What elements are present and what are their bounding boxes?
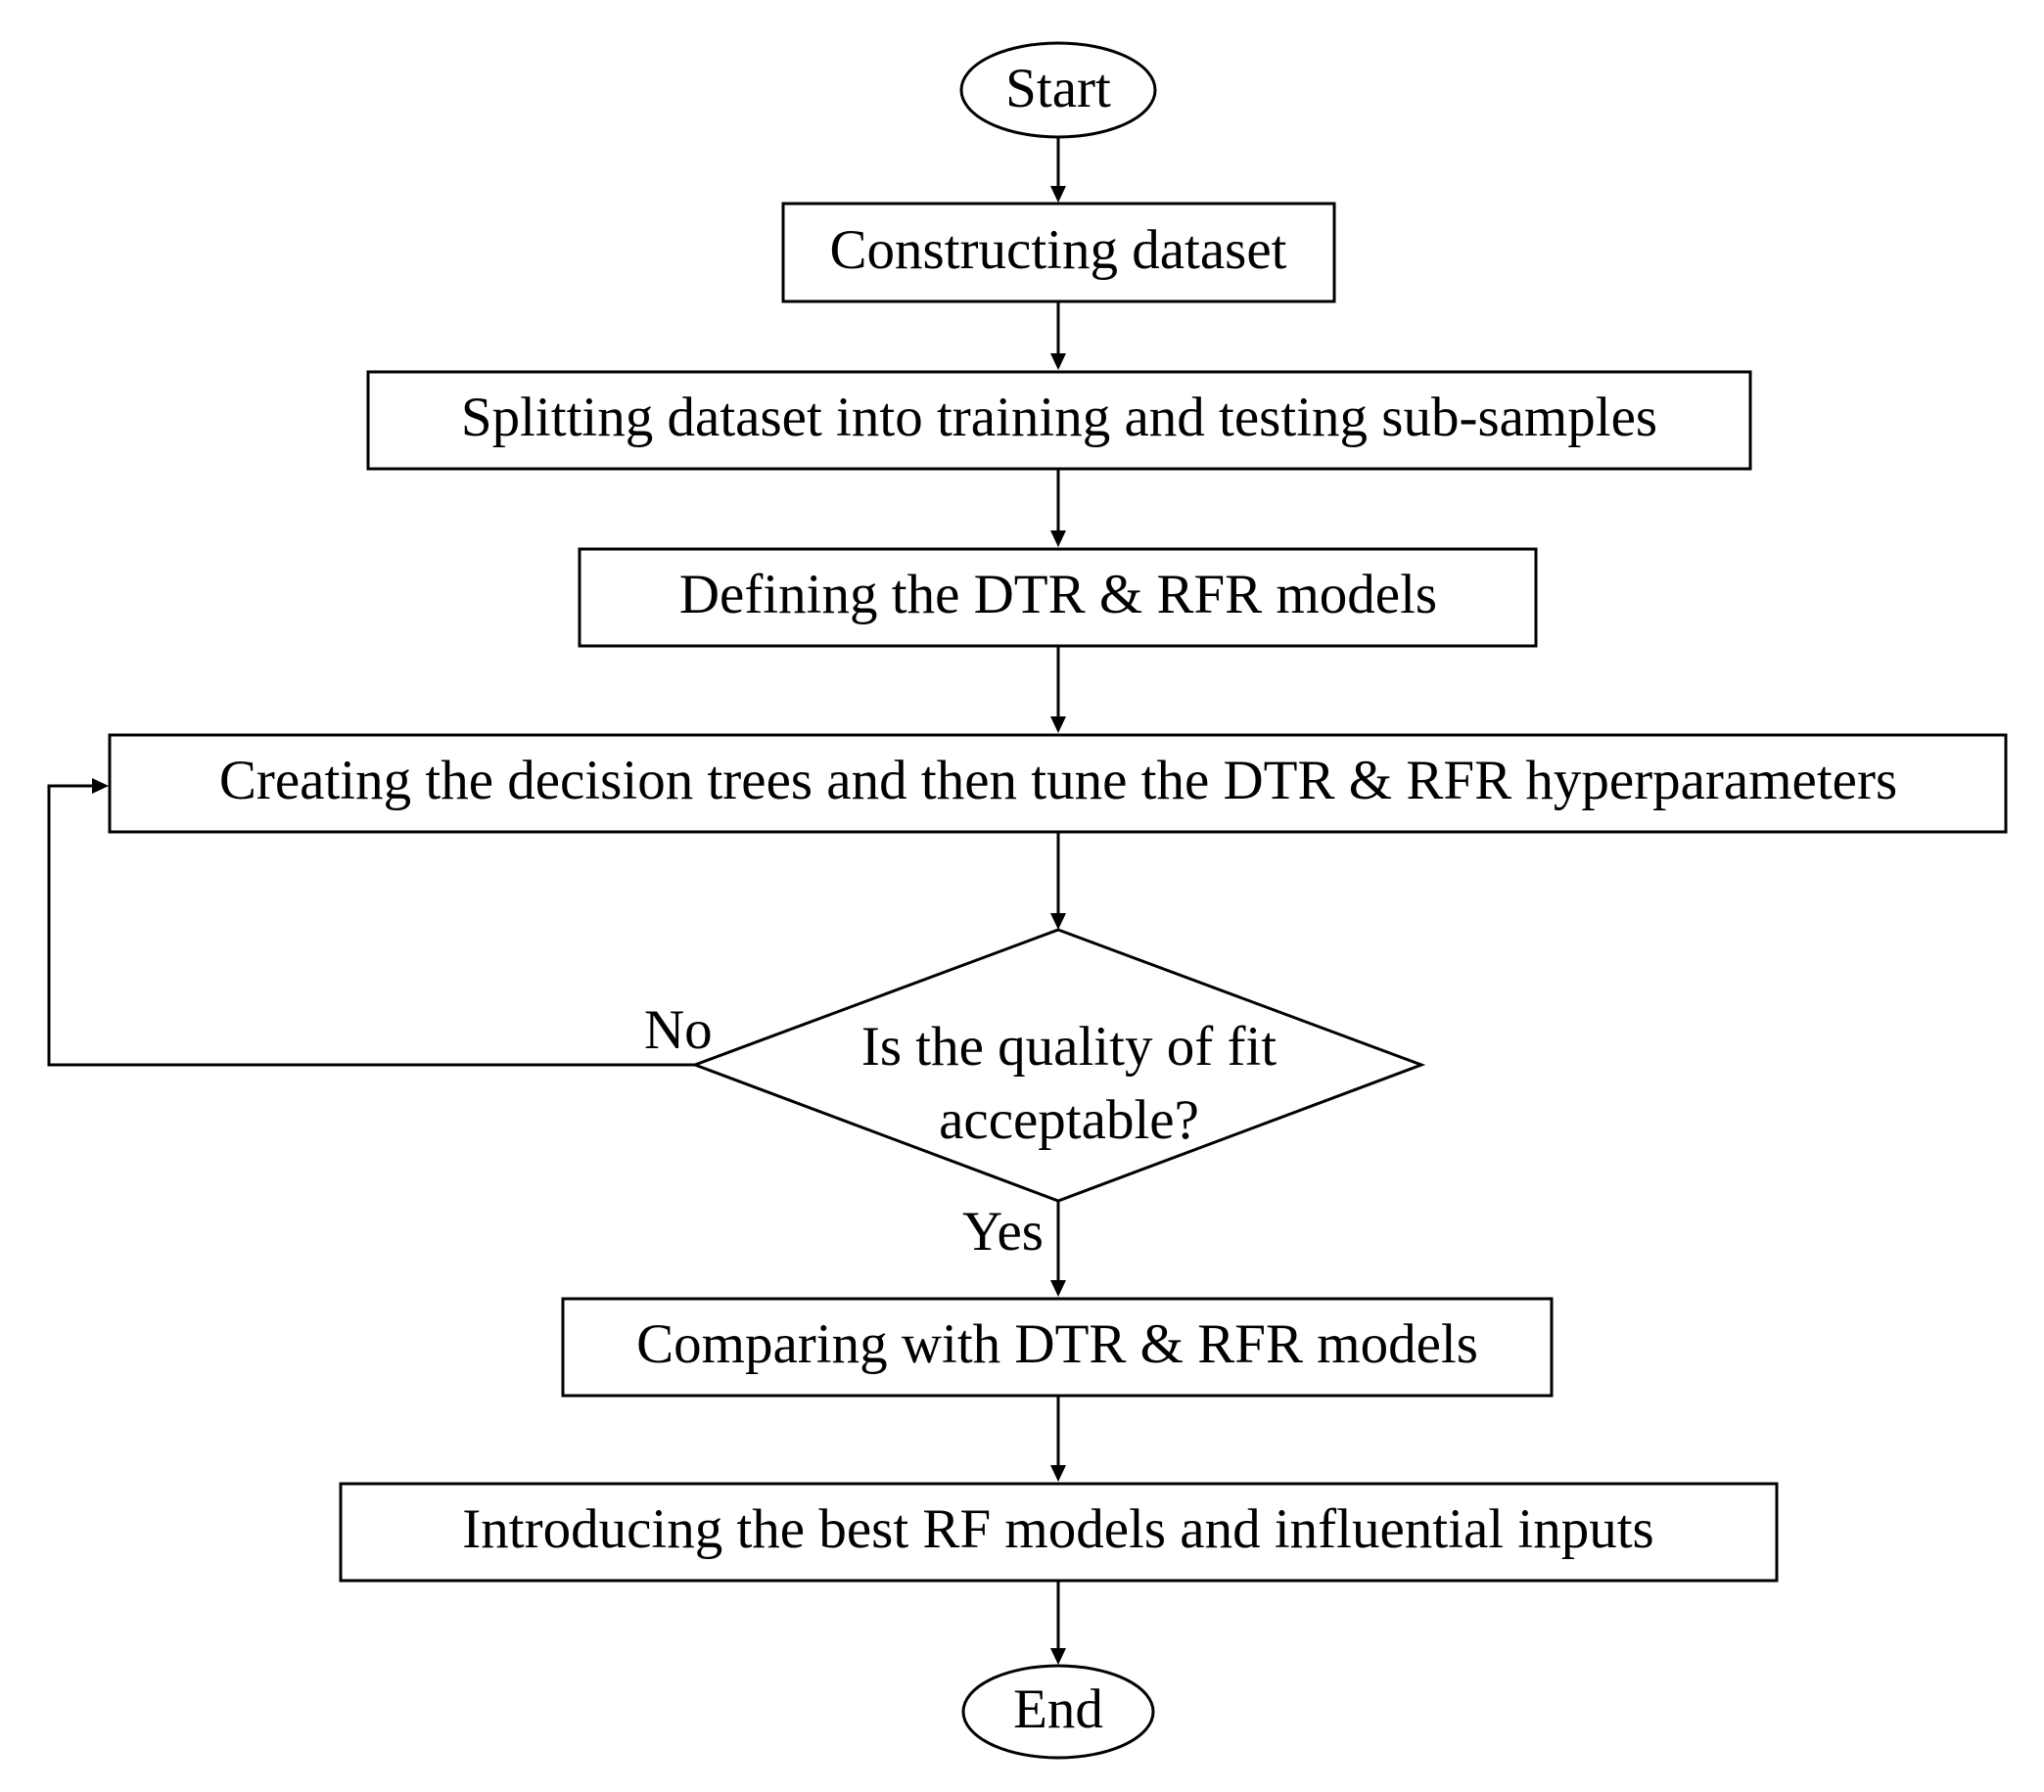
no-branch-label: No (644, 999, 713, 1061)
step-creating-decision-trees-label: Creating the decision trees and then tun… (219, 750, 1897, 811)
arrowhead (1050, 1648, 1066, 1665)
step-splitting-dataset-label: Splitting dataset into training and test… (461, 387, 1657, 448)
arrowhead (92, 778, 109, 794)
arrowhead (1050, 1465, 1066, 1482)
step-constructing-dataset (781, 202, 1336, 303)
start-label: Start (1005, 58, 1111, 119)
arrowhead (1050, 1280, 1066, 1297)
end-label: End (1013, 1678, 1103, 1740)
connector-no-loop (47, 784, 695, 1067)
arrowhead (1050, 186, 1066, 203)
decision-line2: acceptable? (939, 1089, 1199, 1151)
step-introducing-best-models-label: Introducing the best RF models and influ… (462, 1498, 1653, 1560)
arrowhead (1050, 353, 1066, 370)
yes-branch-label: Yes (962, 1201, 1044, 1263)
step-defining-models (578, 547, 1538, 648)
arrowhead (1050, 716, 1066, 733)
step-comparing-models-label: Comparing with DTR & RFR models (636, 1313, 1478, 1375)
arrowhead (1050, 530, 1066, 547)
end-terminal (961, 1664, 1155, 1760)
step-creating-decision-trees (108, 733, 2008, 834)
arrowhead (1050, 913, 1066, 930)
decision-line1: Is the quality of fit (861, 1016, 1277, 1078)
step-constructing-dataset-label: Constructing dataset (830, 219, 1287, 281)
step-defining-models-label: Defining the DTR & RFR models (679, 564, 1437, 625)
